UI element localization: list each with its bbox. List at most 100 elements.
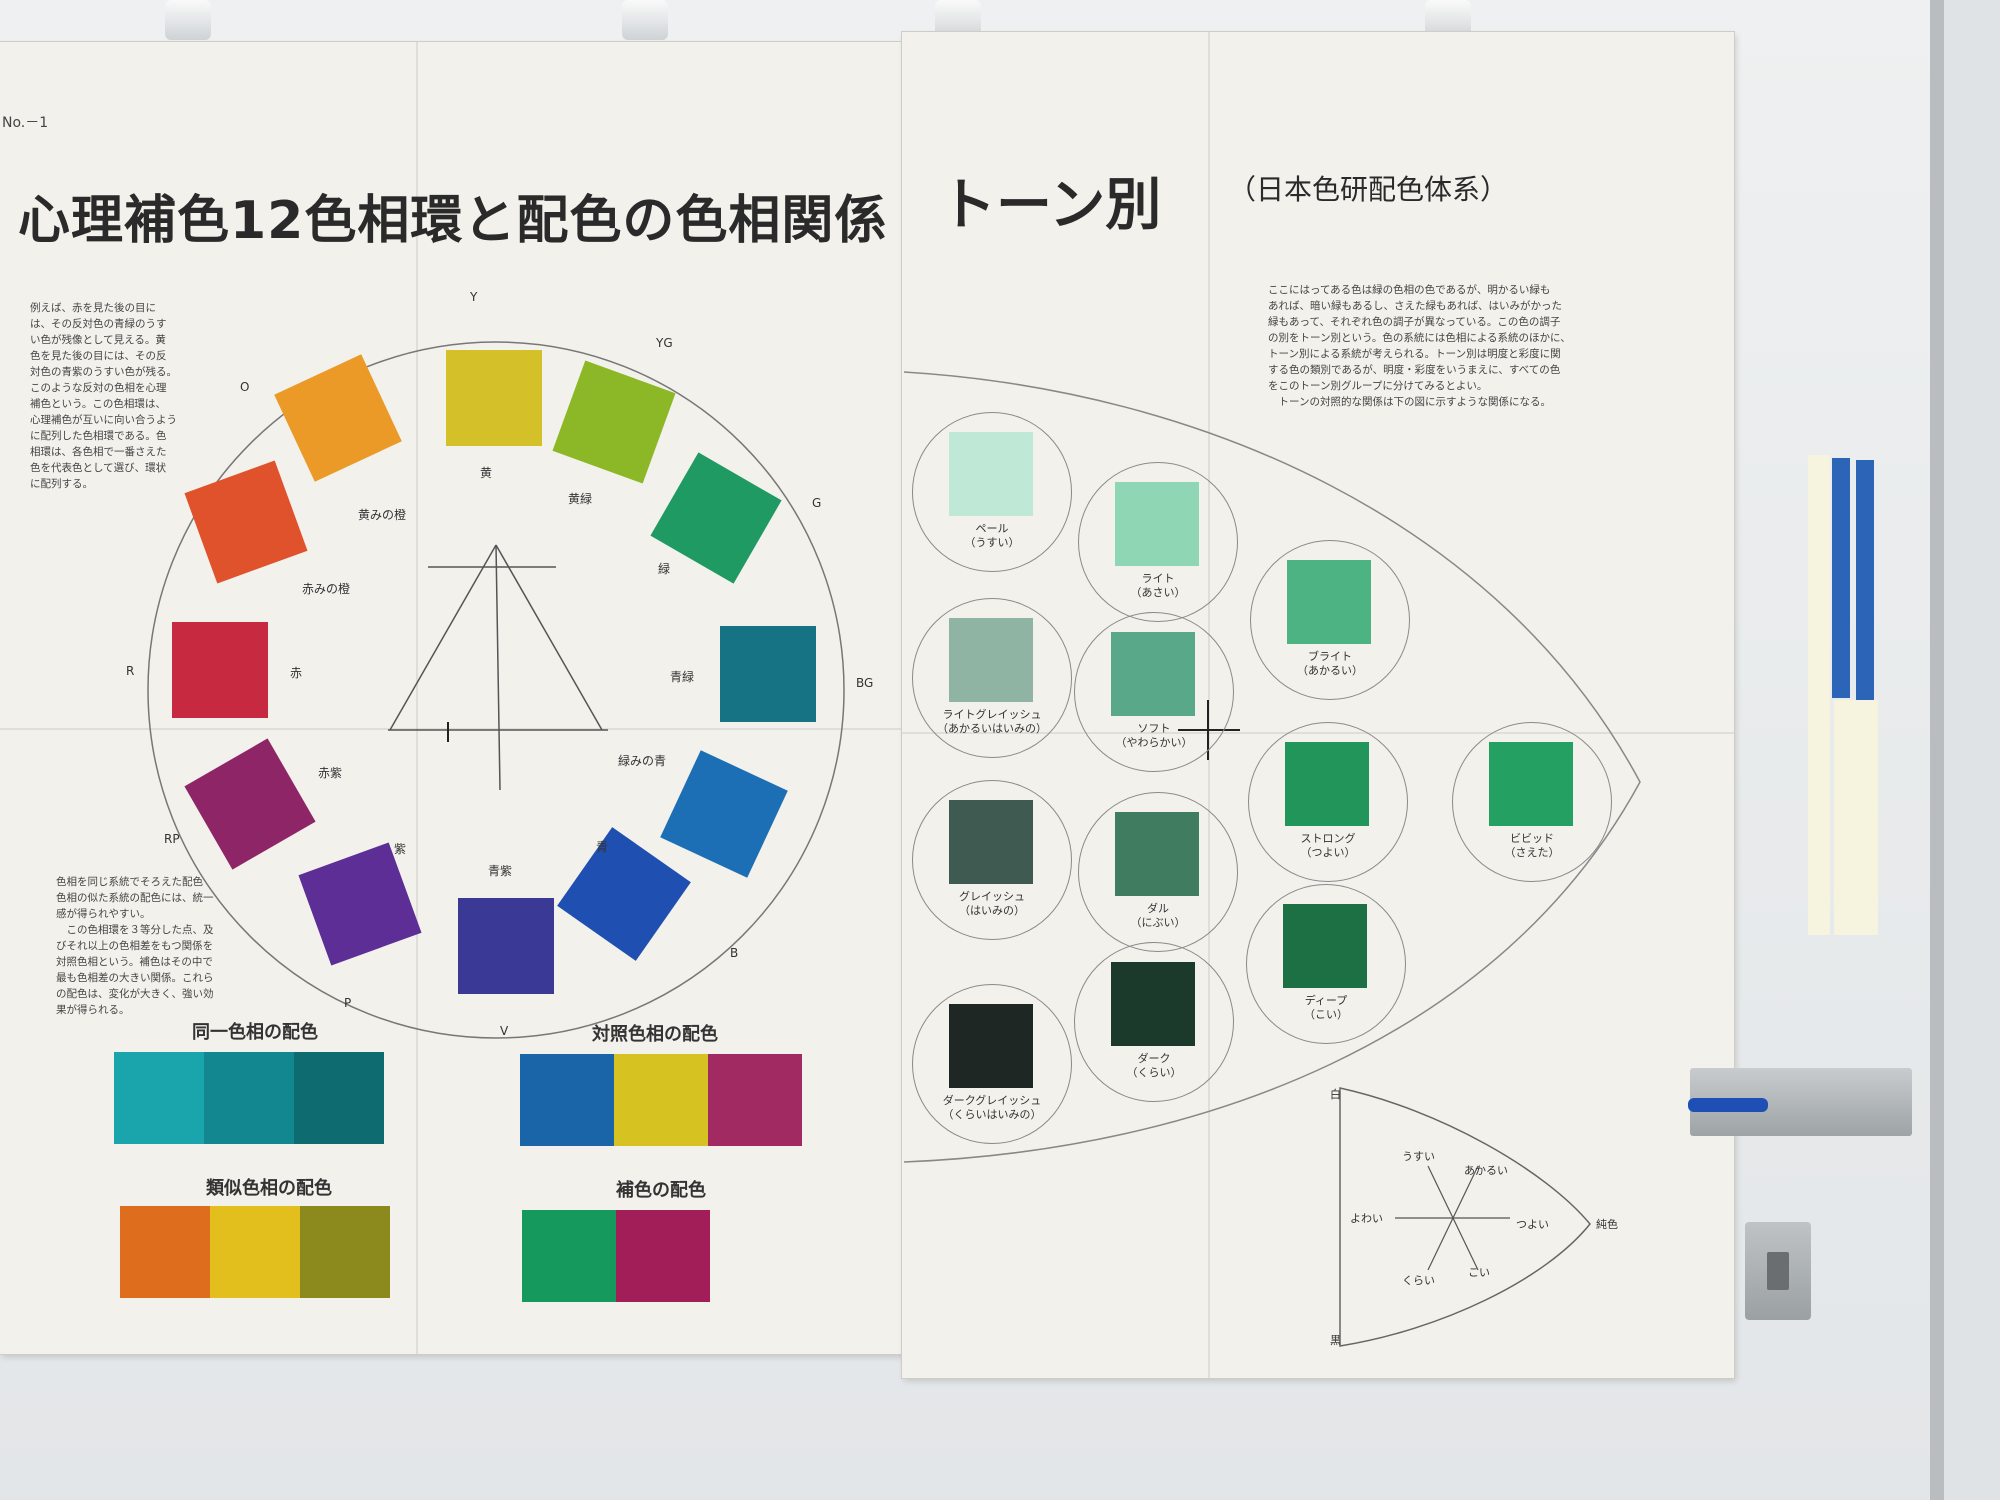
hue-swatch: [458, 898, 554, 994]
scheme-swatches: [522, 1210, 710, 1302]
scheme-title: 対照色相の配色: [592, 1024, 718, 1045]
magnet: [165, 0, 211, 40]
swatch: [114, 1052, 204, 1144]
tone-swatch: [949, 618, 1033, 702]
swatch: [210, 1206, 300, 1298]
tone-label: ライトグレイッシュ （あかるいはいみの）: [937, 708, 1047, 735]
tone-circle: [912, 412, 1072, 572]
pure-label: 純色: [1596, 1218, 1618, 1231]
tone-circle: [912, 780, 1072, 940]
hue-code: BG: [856, 676, 874, 690]
hue-label: 黄: [480, 466, 493, 480]
swatch: [120, 1206, 210, 1298]
hue-label: 緑: [658, 562, 671, 576]
hue-label: 青紫: [488, 864, 513, 878]
tone-circle: [1074, 612, 1234, 772]
harmony-text: 色相を同じ系統でそろえた配色 色相の似た系統の配色には、統一 感が得られやすい。…: [56, 876, 214, 1016]
outlet-socket: [1767, 1252, 1789, 1290]
ruler: [1856, 700, 1878, 935]
fold-line: [0, 728, 920, 730]
wheel-axis: [495, 544, 603, 731]
hue-label: 青緑: [670, 670, 695, 684]
tone-label: グレイッシュ （はいみの）: [959, 890, 1025, 917]
tone-label: ソフト （やわらかい）: [1115, 722, 1193, 749]
hue-label: 赤みの橙: [302, 582, 351, 596]
wheel-axis: [389, 544, 497, 731]
tone-circle: [1074, 942, 1234, 1102]
scheme-title: 類似色相の配色: [206, 1178, 332, 1199]
tone-title: トーン別: [940, 173, 1162, 238]
hue-label: 紫: [394, 842, 407, 856]
tone-label: ストロング （つよい）: [1300, 832, 1356, 859]
tone-swatch: [1115, 482, 1199, 566]
swatch: [294, 1052, 384, 1144]
tone-label: ダークグレイッシュ （くらいはいみの）: [942, 1094, 1042, 1121]
ruler: [1834, 700, 1856, 935]
hue-code: RP: [164, 832, 180, 846]
tone-deep-label: こい: [1468, 1266, 1490, 1279]
hue-code: G: [812, 496, 822, 510]
tone-swatch: [1115, 812, 1199, 896]
page-id: No.－1: [2, 115, 49, 131]
tone-label: ダーク （くらい）: [1126, 1052, 1182, 1079]
tone-intro-text: ここにはってある色は緑の色相の色であるが、明かるい緑も あれば、暗い緑もあるし、…: [1268, 284, 1571, 408]
tone-thin-label: うすい: [1402, 1150, 1435, 1163]
hue-swatch: [446, 350, 542, 446]
hue-label: 赤紫: [318, 766, 343, 780]
tone-circle: [1452, 722, 1612, 882]
black-label: 黒: [1330, 1334, 1341, 1347]
tone-swatch: [949, 800, 1033, 884]
tone-bright-label: あかるい: [1464, 1164, 1508, 1177]
swatch: [616, 1210, 710, 1302]
tone-shape: [903, 371, 1641, 1163]
tone-label: ブライト （あかるい）: [1297, 650, 1363, 677]
hue-code: O: [240, 380, 250, 394]
tone-circle: [1250, 540, 1410, 700]
tone-diagram: [1339, 1087, 1591, 1347]
tone-label: ビビッド （さえた）: [1504, 832, 1560, 859]
magnet: [622, 0, 668, 40]
diagram-arrow: [1427, 1165, 1479, 1271]
tone-label: ディープ （こい）: [1304, 994, 1348, 1021]
scheme-swatches: [114, 1052, 384, 1144]
intro-text: 例えば、赤を見た後の目に は、その反対色の青緑のうす い色が残像として見える。黄…: [30, 302, 177, 490]
scheme-swatches: [520, 1054, 802, 1146]
hue-code: YG: [656, 336, 673, 350]
tone-swatch: [1285, 742, 1369, 826]
swatch: [614, 1054, 708, 1146]
fold-line: [416, 42, 418, 1354]
tone-swatch: [949, 432, 1033, 516]
hue-code: V: [500, 1024, 509, 1038]
tone-swatch: [1489, 742, 1573, 826]
hue-code: B: [730, 946, 739, 960]
scheme-swatches: [120, 1206, 390, 1298]
tone-strong-label: つよい: [1516, 1218, 1549, 1231]
tone-circle: [1246, 884, 1406, 1044]
tone-swatch: [949, 1004, 1033, 1088]
tone-circle: [1248, 722, 1408, 882]
swatch: [708, 1054, 802, 1146]
wheel-axis: [495, 544, 501, 791]
marker-pen: [1688, 1098, 1768, 1112]
tone-swatch: [1111, 632, 1195, 716]
hue-code: R: [126, 664, 135, 678]
tone-swatch: [1283, 904, 1367, 988]
tone-dark-label: くらい: [1402, 1274, 1435, 1287]
hue-label: 赤: [290, 666, 303, 680]
white-label: 白: [1330, 1088, 1341, 1101]
ruler: [1808, 455, 1830, 935]
hue-label: 黄みの橙: [358, 508, 407, 522]
tone-label: ライト （あさい）: [1130, 572, 1186, 599]
swatch: [520, 1054, 614, 1146]
scheme-title: 補色の配色: [616, 1180, 706, 1201]
swatch: [300, 1206, 390, 1298]
tone-swatch: [1111, 962, 1195, 1046]
scheme-title: 同一色相の配色: [192, 1022, 318, 1043]
page-title: 心理補色12色相環と配色の色相関係: [18, 191, 888, 251]
hue-code: Y: [470, 290, 478, 304]
swatch: [522, 1210, 616, 1302]
tone-label: ダル （にぶい）: [1130, 902, 1186, 929]
wall-outlet: [1745, 1222, 1811, 1320]
hue-swatch: [172, 622, 268, 718]
hue-swatch: [720, 626, 816, 722]
